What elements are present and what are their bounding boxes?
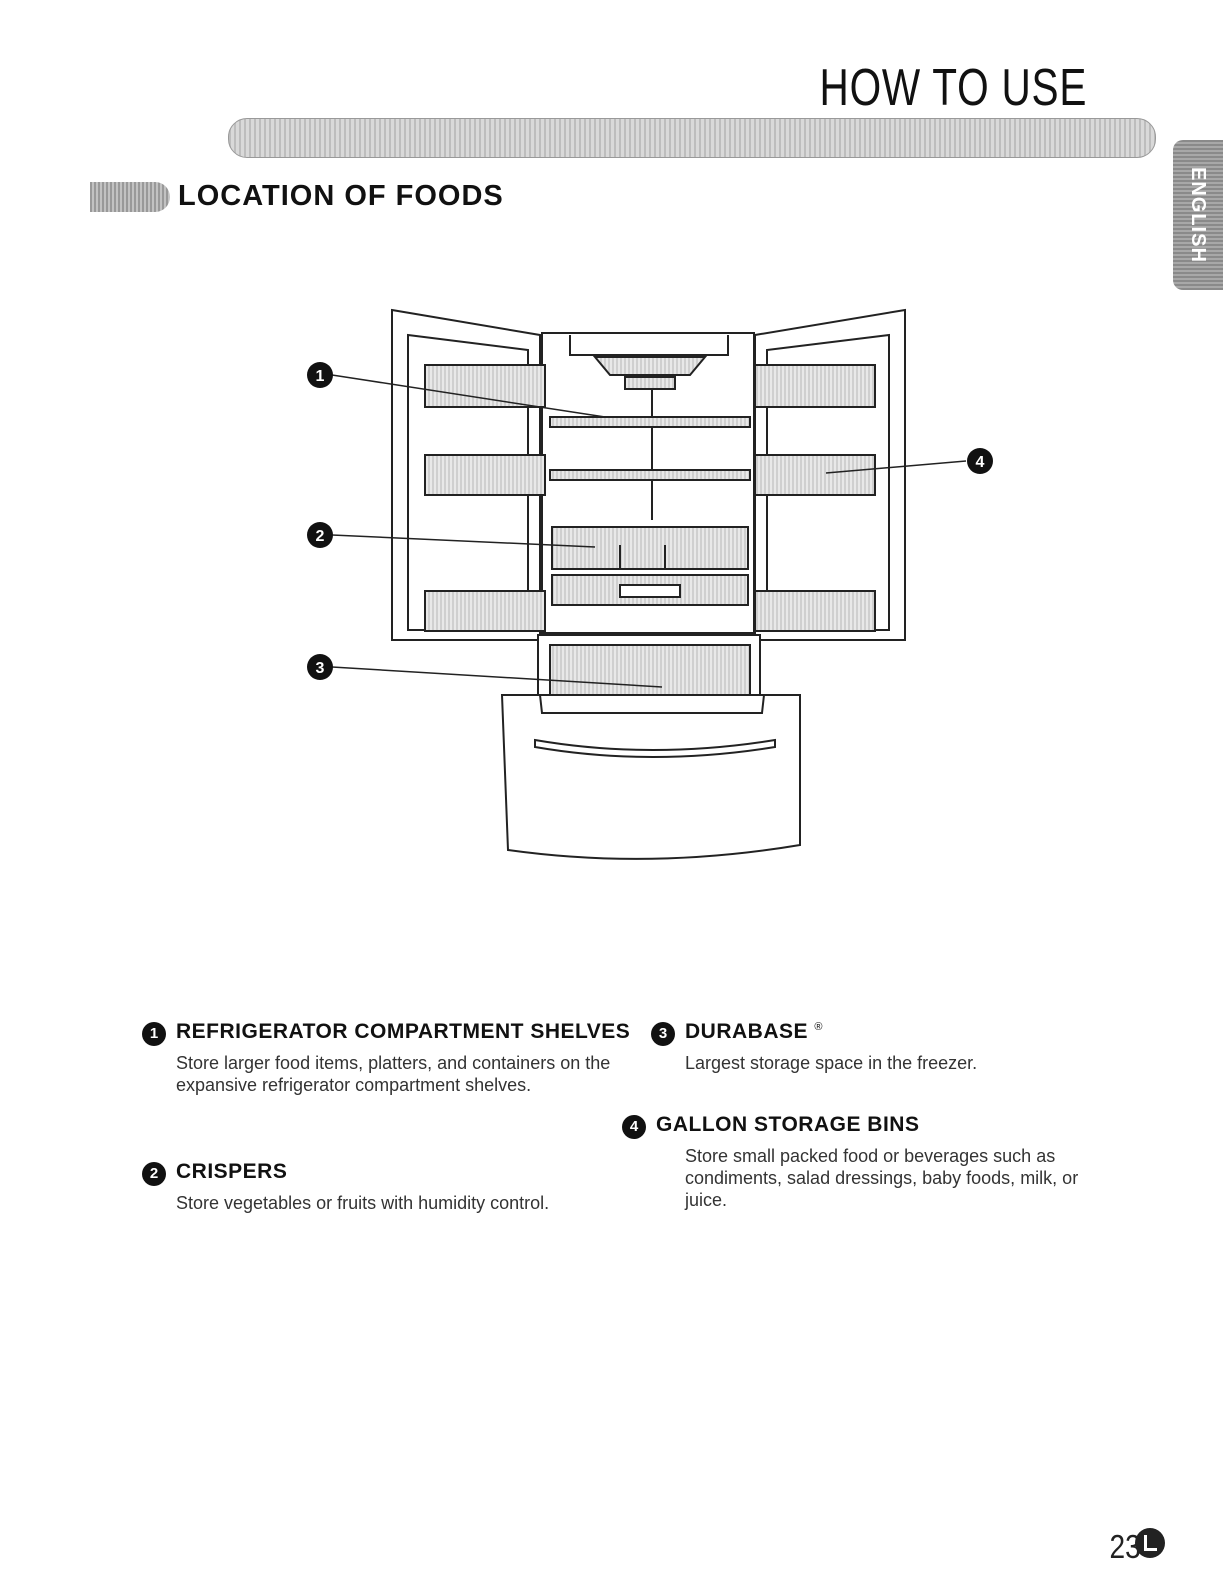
item-number-badge: 4 — [622, 1115, 646, 1139]
item-crispers: 2 CRISPERS Store vegetables or fruits wi… — [142, 1160, 642, 1222]
item-title: GALLON STORAGE BINS — [656, 1113, 920, 1136]
item-description: Store vegetables or fruits with humidity… — [176, 1193, 550, 1213]
item-title: REFRIGERATOR COMPARTMENT SHELVES — [176, 1020, 631, 1043]
refrigerator-diagram: 1 2 3 4 — [307, 308, 993, 860]
item-number-badge: 1 — [142, 1022, 166, 1046]
item-title-text: DURABASE — [685, 1020, 809, 1043]
item-description: Largest storage space in the freezer. — [685, 1053, 978, 1073]
item-description: Store small packed food or beverages suc… — [685, 1146, 1079, 1210]
header-bar — [228, 118, 1156, 158]
callout-2-marker — [307, 522, 333, 548]
item-number-badge: 2 — [142, 1162, 166, 1186]
callout-2-label: 2 — [316, 528, 325, 545]
page-header-title: HOW TO USE — [819, 59, 1087, 117]
lg-logo-icon — [1135, 1528, 1165, 1558]
callout-markers: 1 2 3 4 — [307, 362, 993, 680]
language-tab-label: ENGLISH — [1187, 167, 1209, 263]
callout-3-marker — [307, 654, 333, 680]
callout-1-label: 1 — [316, 368, 325, 385]
item-title: DURABASE ® — [685, 1020, 823, 1044]
registered-mark: ® — [814, 1021, 823, 1033]
item-gallon-storage-bins: 4 GALLON STORAGE BINS Store small packed… — [622, 1113, 1142, 1215]
item-description: Store larger food items, platters, and c… — [176, 1053, 611, 1095]
language-tab: ENGLISH — [1173, 140, 1223, 290]
callout-1-marker — [307, 362, 333, 388]
section-title: LOCATION OF FOODS — [178, 180, 504, 212]
section-marker — [90, 182, 170, 212]
callout-4-label: 4 — [976, 454, 985, 471]
item-title: CRISPERS — [176, 1160, 288, 1183]
item-number-badge: 3 — [651, 1022, 675, 1046]
callout-4-marker — [967, 448, 993, 474]
callout-3-label: 3 — [316, 660, 325, 677]
item-refrigerator-shelves: 1 REFRIGERATOR COMPARTMENT SHELVES Store… — [142, 1020, 642, 1122]
item-durabase: 3 DURABASE ® Largest storage space in th… — [651, 1020, 1131, 1082]
